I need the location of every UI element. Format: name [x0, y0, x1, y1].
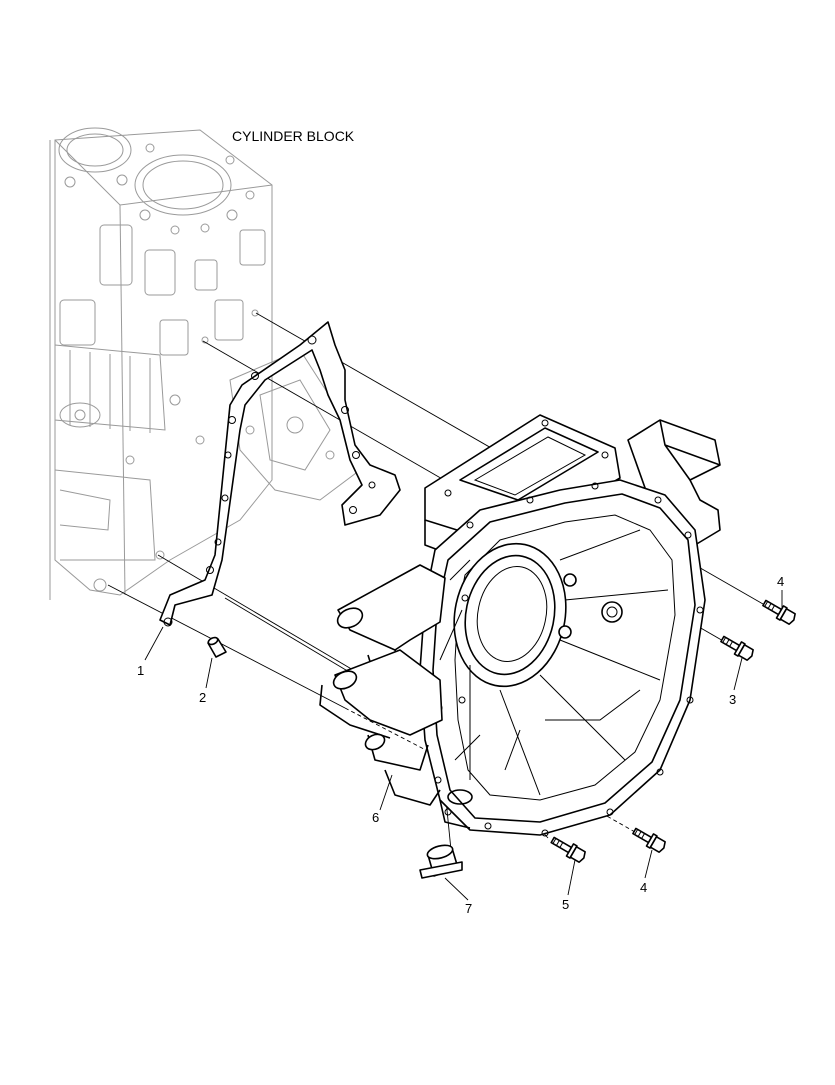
dowel-pin: [207, 636, 227, 658]
bolt-3: [720, 635, 754, 661]
callout-2: 2: [199, 690, 206, 705]
callout-3: 3: [729, 692, 736, 707]
callout-5: 5: [562, 897, 569, 912]
callout-1: 1: [137, 663, 144, 678]
callout-4-upper: 4: [777, 574, 784, 589]
callout-4-lower: 4: [640, 880, 647, 895]
callout-7: 7: [465, 901, 472, 916]
plug-cap: [419, 844, 463, 879]
flywheel-housing: [319, 414, 721, 837]
gasket: [159, 321, 401, 627]
callout-6: 6: [372, 810, 379, 825]
bolt-4-upper: [762, 599, 796, 625]
callout-leaders: [144, 590, 783, 901]
diagram-title: CYLINDER BLOCK: [232, 128, 355, 144]
bolt-5: [550, 836, 586, 863]
bolt-4-lower: [632, 827, 666, 853]
cylinder-block: [49, 127, 361, 600]
